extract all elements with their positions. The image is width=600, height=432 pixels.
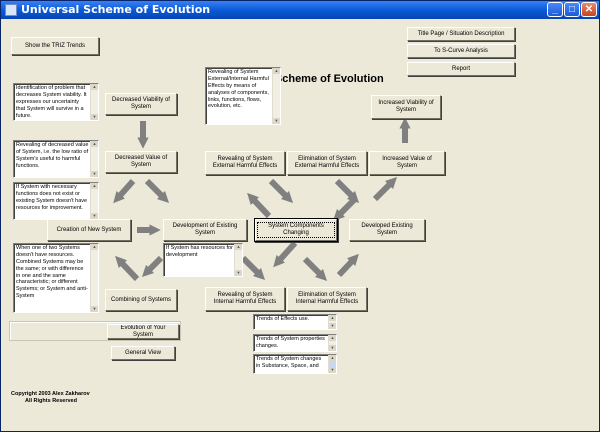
arrow-value-to-creation (113, 179, 136, 204)
title-page-button[interactable]: Title Page / Situation Description (407, 27, 515, 41)
show-triz-trends-button[interactable]: Show the TRIZ Trends (11, 37, 99, 55)
node-developed-existing[interactable]: Developed Existing System (349, 219, 425, 241)
note-trends-effects[interactable]: Trends of Effects use. ▲▼ (253, 314, 337, 330)
maximize-button[interactable]: □ (564, 2, 580, 17)
close-button[interactable]: ✕ (581, 2, 597, 17)
arrow-elimination-to-developed (336, 253, 359, 278)
s-curve-analysis-button[interactable]: To S-Curve Analysis (407, 44, 515, 58)
node-decreased-value[interactable]: Decreased Value of System (105, 151, 177, 173)
note-decreased-value[interactable]: Revealing of decreased value of System, … (13, 140, 99, 178)
note-trends-properties[interactable]: Trends of System properties changes. ▲▼ (253, 334, 337, 352)
node-creation-new-system[interactable]: Creation of New System (47, 219, 131, 241)
node-development-existing[interactable]: Development of Existing System (163, 219, 247, 241)
note-system-necessary[interactable]: If System with necessary functions does … (13, 182, 99, 220)
copyright-line-1: Copyright 2003 Alex Zakharov (11, 391, 90, 397)
arrow-internal-to-elimination (302, 256, 328, 282)
arrow-to-increased-value (372, 176, 398, 202)
arrow-elimination-to-value-ext (334, 178, 360, 204)
app-icon (5, 4, 17, 16)
copyright-line-2: All Rights Reserved (25, 398, 77, 405)
note-two-systems[interactable]: When one of two Systems doesn't have res… (13, 243, 99, 313)
node-increased-value[interactable]: Increased Value of System (369, 151, 445, 175)
client-area: Show the TRIZ Trends Universal Scheme of… (3, 21, 597, 429)
node-combining-systems[interactable]: Combining of Systems (105, 289, 177, 311)
window-title: Universal Scheme of Evolution (21, 3, 211, 16)
title-bar[interactable]: Universal Scheme of Evolution _ □ ✕ (1, 1, 599, 19)
arrow-development-to-combining (141, 255, 164, 278)
node-elimination-internal[interactable]: Elimination of System Internal Harmful E… (287, 287, 367, 311)
arrow-external-to-developed (332, 196, 358, 222)
note-identification[interactable]: Identification of problem that decreases… (13, 83, 99, 121)
report-button[interactable]: Report (407, 62, 515, 76)
node-increased-viability[interactable]: Increased Viability of System (371, 95, 441, 119)
note-has-resources[interactable]: If System has resources for development … (163, 243, 243, 277)
evolution-your-system-button[interactable]: Evolution of Your System (107, 324, 179, 339)
arrow-components-to-revealing-ext (247, 192, 272, 219)
node-components-changing[interactable]: System Components Changing (255, 219, 337, 241)
arrow-components-to-revealing-int (273, 240, 298, 268)
flow-arrows (113, 117, 411, 282)
copyright-notice: Copyright 2003 Alex Zakharov All Rights … (11, 391, 91, 405)
minimize-button[interactable]: _ (547, 2, 563, 17)
node-revealing-external[interactable]: Revealing of System External Harmful Eff… (205, 151, 285, 175)
note-revealing-external[interactable]: Revealing of System External/Internal Ha… (205, 67, 281, 125)
note-trends-changes[interactable]: Trends of System changes in Substance, S… (253, 354, 337, 374)
general-view-button[interactable]: General View (111, 346, 175, 360)
node-elimination-external[interactable]: Elimination of System External Harmful E… (287, 151, 367, 175)
arrow-value-to-development (144, 178, 170, 204)
arrow-combining-to-creation (115, 255, 140, 282)
evolution-groupbox (9, 321, 181, 341)
arrow-development-to-revealing-int (240, 255, 266, 281)
arrow-revealing-to-elimination-ext (268, 178, 294, 204)
node-decreased-viability[interactable]: Decreased Viability of System (105, 93, 177, 115)
node-revealing-internal[interactable]: Revealing of System Internal Harmful Eff… (205, 287, 285, 311)
